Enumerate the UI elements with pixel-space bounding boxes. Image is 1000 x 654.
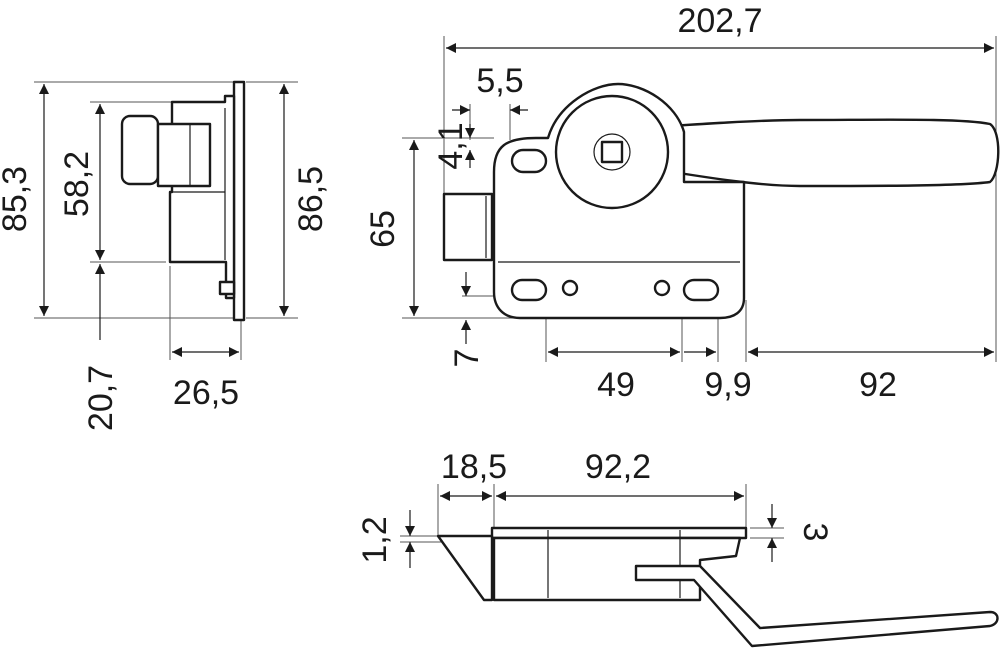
- front-hole-left: [561, 279, 579, 297]
- dim-bottom-plate-thickness: 3: [796, 523, 834, 542]
- dim-side-depth: 26,5: [173, 374, 239, 412]
- side-knob-shaft: [156, 122, 212, 188]
- dim-bottom-body-length: 92,2: [585, 448, 651, 486]
- bottom-latch-body: [492, 536, 742, 602]
- dim-front-hole-offset: 7: [448, 349, 486, 368]
- side-view: 85,3 58,2 86,5 20,7 26,5: [0, 80, 330, 431]
- bottom-handle-arm: [634, 564, 999, 648]
- dim-front-total-width: 202,7: [677, 2, 762, 40]
- side-lower-pin: [218, 280, 236, 296]
- side-knob: [120, 114, 160, 186]
- bottom-bolt: [436, 534, 494, 602]
- dim-front-slot-height: 4,1: [432, 122, 470, 169]
- dim-side-total-height: 85,3: [0, 166, 34, 232]
- dim-front-slot-width: 5,5: [476, 62, 523, 100]
- front-spindle-ring: [593, 133, 631, 171]
- front-view: 202,7 5,5 4,1 65 7 49 9,9 92: [364, 2, 1000, 404]
- front-lower-slot-left: [510, 278, 548, 302]
- front-bolt: [442, 192, 494, 262]
- front-upper-slot: [510, 148, 548, 174]
- dim-side-body-height: 58,2: [58, 151, 96, 217]
- dim-front-height: 65: [364, 210, 402, 248]
- dim-bottom-bolt-length: 18,5: [441, 448, 507, 486]
- front-square-spindle: [600, 140, 624, 164]
- dim-front-hole-to-edge: 9,9: [704, 366, 751, 404]
- bottom-mounting-plate: [490, 526, 748, 540]
- front-lower-slot-right: [682, 278, 720, 302]
- dim-side-lower-offset: 20,7: [82, 365, 120, 431]
- front-hole-right: [653, 279, 671, 297]
- dim-side-plate-height: 86,5: [292, 166, 330, 232]
- front-handle-lever: [638, 118, 1000, 188]
- dim-bottom-bolt-thickness: 1,2: [356, 516, 394, 563]
- side-mounting-plate: [232, 80, 246, 322]
- dim-front-handle-length: 92: [859, 366, 897, 404]
- dim-front-hole-spacing: 49: [597, 366, 635, 404]
- bottom-view: 18,5 92,2 1,2 3: [356, 448, 999, 648]
